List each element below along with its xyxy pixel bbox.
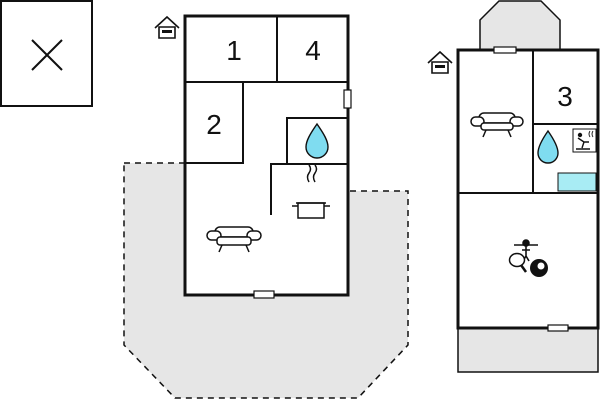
water-drop-icon: [537, 129, 559, 164]
bath-tub: [557, 172, 597, 192]
room-number-4: 4: [305, 35, 321, 66]
cooking-pot-icon: [292, 164, 330, 219]
water-drop-icon: [305, 122, 329, 159]
house-entrance-icon: [427, 50, 453, 74]
lower-balcony: [457, 327, 599, 373]
sauna-icon: [572, 128, 597, 153]
window: [547, 324, 569, 332]
ground-floor-walls: [185, 16, 349, 215]
room-number-3: 3: [557, 81, 573, 112]
sofa-icon: [206, 226, 262, 253]
table-tennis-icon: [508, 252, 528, 273]
upper-floor-walls: [458, 50, 598, 194]
window: [253, 290, 275, 299]
window: [493, 46, 517, 54]
close-icon: [31, 39, 63, 71]
room-number-2: 2: [206, 109, 222, 140]
upper-floor: 3: [427, 0, 600, 373]
house-entrance-icon: [154, 15, 180, 39]
room-number-1: 1: [226, 35, 242, 66]
sofa-icon: [470, 112, 524, 138]
table-football-icon: [514, 239, 538, 262]
upper-balcony: [479, 0, 561, 51]
ground-floor: 1 4 2: [123, 14, 409, 399]
billiard-ball-icon: [530, 259, 548, 277]
window: [343, 89, 352, 109]
legend-box: [0, 0, 93, 107]
